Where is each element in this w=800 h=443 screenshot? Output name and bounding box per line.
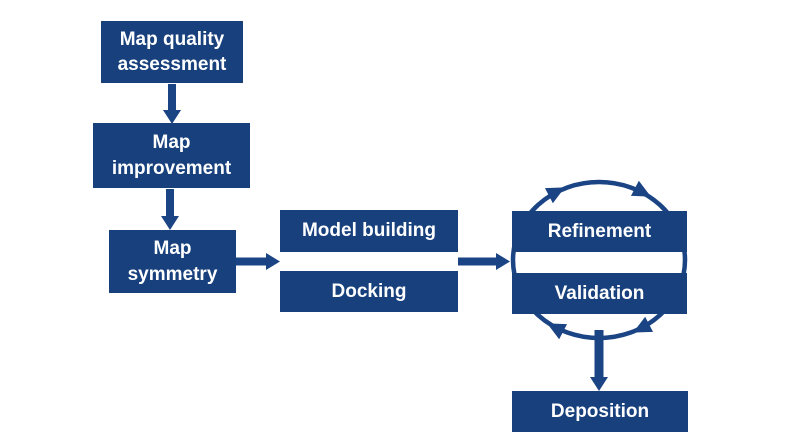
box-validation: Validation	[512, 273, 687, 314]
cycle-circle-icon	[510, 179, 688, 341]
box-model-building: Model building	[280, 210, 458, 252]
arrow-right-icon	[266, 253, 280, 270]
arrow-map-symmetry-to-model-building-docking	[236, 253, 280, 270]
box-map-quality-assessment: Map quality assessment	[101, 21, 243, 83]
box-docking-label: Docking	[331, 280, 407, 302]
arrow-right-icon	[496, 253, 510, 270]
box-deposition: Deposition	[512, 391, 688, 432]
box-validation-label: Validation	[554, 282, 645, 304]
box-model-building-label: Model building	[301, 220, 437, 242]
arrow-down-icon	[590, 377, 608, 391]
box-docking: Docking	[280, 271, 458, 312]
arrow-down-icon	[161, 216, 179, 230]
box-map-symmetry: Map symmetry	[109, 230, 236, 293]
box-map-improvement-label: Map improvement	[111, 132, 232, 179]
arrow-map-improvement-to-map-symmetry	[161, 189, 179, 230]
refinement-validation-cycle	[510, 179, 688, 341]
box-refinement: Refinement	[512, 211, 687, 252]
arrow-down-icon	[163, 110, 181, 124]
cycle-arrowhead-top-left-icon	[544, 187, 565, 204]
box-map-improvement: Map improvement	[93, 123, 250, 188]
box-map-symmetry-label: Map symmetry	[127, 238, 218, 285]
box-deposition-label: Deposition	[550, 400, 650, 422]
cycle-arrowhead-bottom-left-icon	[547, 323, 568, 340]
arrow-model-building-docking-to-refinement-validation	[458, 253, 510, 270]
box-map-quality-assessment-label: Map quality assessment	[117, 28, 227, 75]
cycle-arrowhead-top-right-icon	[630, 180, 651, 197]
cycle-arrowhead-bottom-right-icon	[633, 316, 654, 333]
arrow-map-quality-to-map-improvement	[163, 84, 181, 124]
arrow-refinement-validation-to-deposition	[590, 330, 608, 391]
box-refinement-label: Refinement	[547, 220, 652, 242]
